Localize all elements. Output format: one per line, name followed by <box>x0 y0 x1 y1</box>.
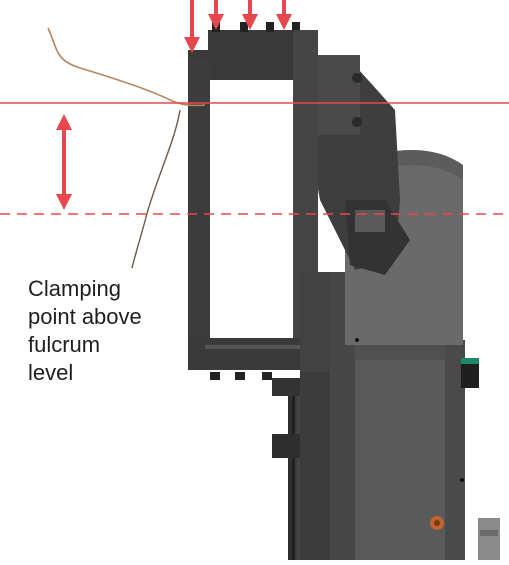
clamp-frame <box>188 22 330 380</box>
annotation-line-3: fulcrum <box>28 332 101 357</box>
annotation-text: Clamping point above fulcrum level <box>28 275 198 387</box>
clamping-force-arrows <box>184 0 292 53</box>
workpiece-wire <box>47 27 206 269</box>
tilting-arm <box>300 55 410 275</box>
annotation-line-1: Clamping <box>28 276 121 301</box>
annotation-line-2: point above <box>28 304 142 329</box>
annotation-line-4: level <box>28 360 74 385</box>
